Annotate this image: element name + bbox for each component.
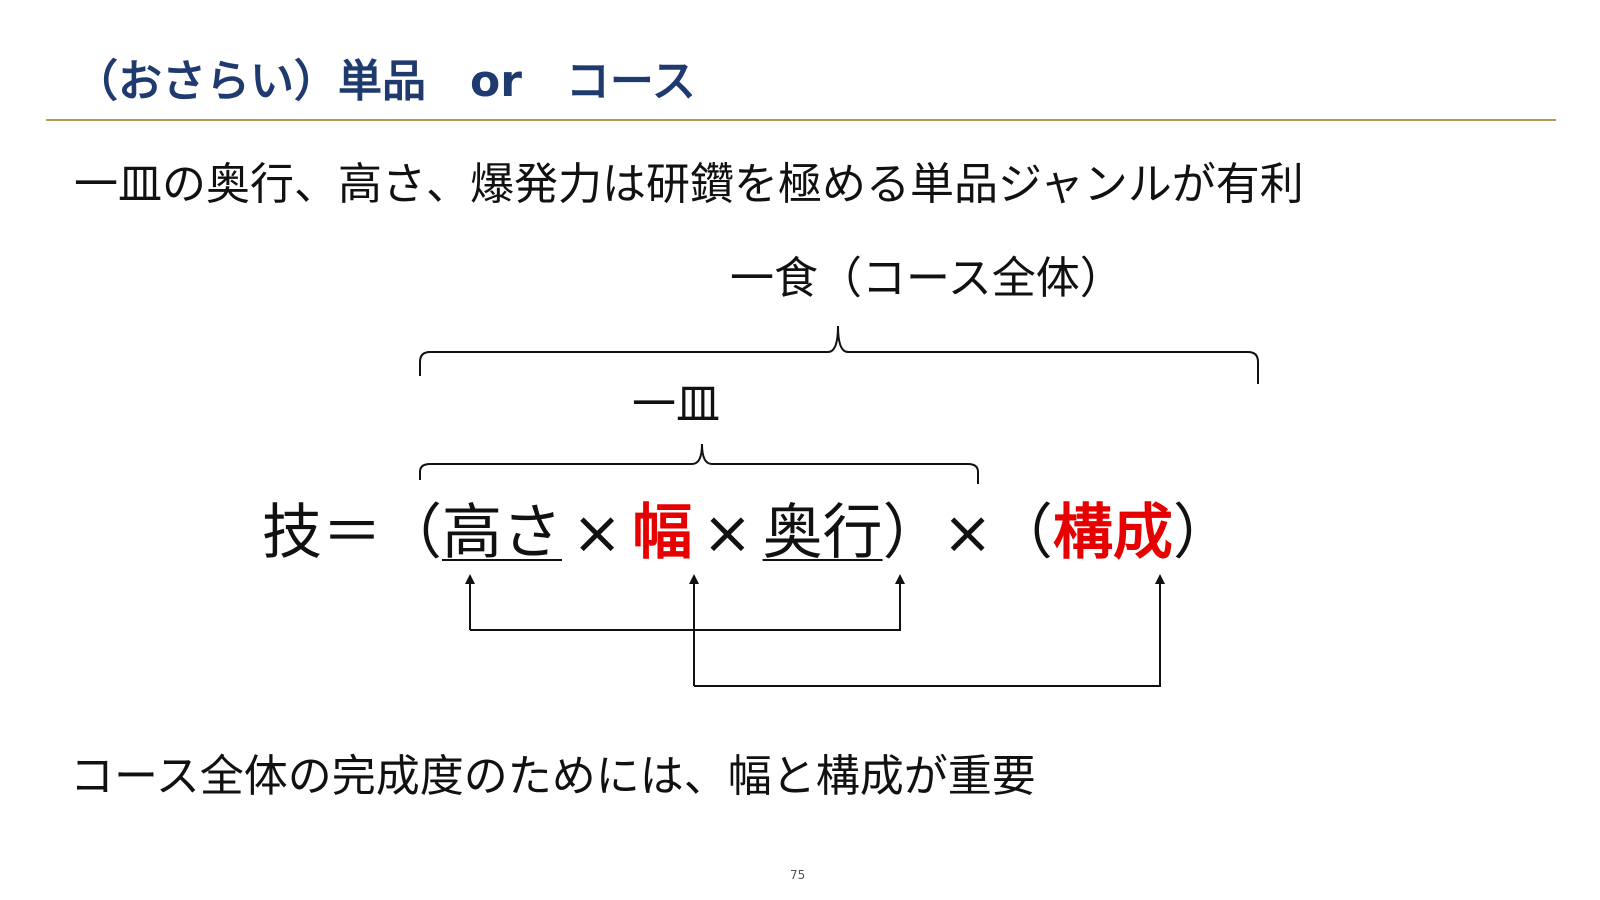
footer-note: コース全体の完成度のためには、幅と構成が重要: [70, 751, 1036, 802]
dish-label: 一皿: [632, 379, 720, 430]
times-operator: ×: [572, 498, 623, 568]
height-depth-connector: [469, 578, 901, 631]
term-composition: 構成: [1052, 498, 1173, 568]
dish-brace: [419, 443, 979, 484]
times-operator: ×: [702, 498, 753, 568]
term-height: 高さ: [442, 498, 562, 568]
term-width: 幅: [632, 498, 693, 568]
term-depth: 奥行: [762, 498, 883, 568]
headline: 一皿の奥行、高さ、爆発力は研鑽を極める単品ジャンルが有利: [74, 159, 1304, 210]
course-brace: [419, 325, 1259, 384]
page-number: 75: [790, 868, 806, 882]
slide-title: （おさらい）単品 or コース: [74, 56, 696, 107]
course-label: 一食（コース全体）: [730, 253, 1124, 304]
width-composition-connector: [693, 590, 1161, 687]
title-divider: [46, 119, 1556, 121]
formula-lhs: 技＝（: [262, 498, 442, 568]
formula-separator: ）×（: [882, 498, 1053, 568]
formula: 技＝（高さ×幅×奥行）×（構成）: [262, 500, 1233, 566]
formula-close: ）: [1172, 498, 1233, 568]
